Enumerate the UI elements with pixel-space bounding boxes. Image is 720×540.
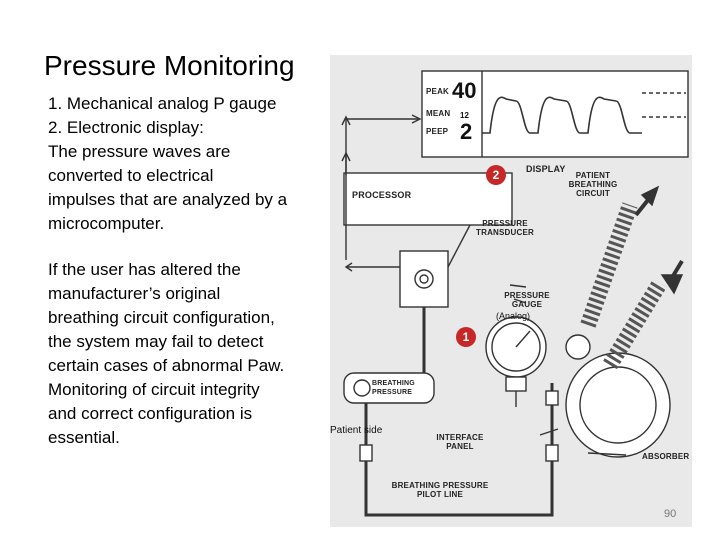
processor-box [343, 172, 513, 226]
body-line: breathing circuit configuration, [48, 308, 275, 327]
peak-value: 40 [452, 78, 477, 103]
label-line: PATIENT [575, 171, 611, 180]
badge-analog-gauge: 1 [456, 327, 476, 347]
label-line: GAUGE [511, 300, 543, 309]
mean-label: MEAN [426, 109, 451, 118]
absorber-label: ABSORBER [642, 452, 690, 461]
body-line: essential. [48, 428, 120, 447]
absorber [565, 352, 671, 458]
patient-side-label: Patient side [330, 425, 383, 436]
display-label: DISPLAY [526, 164, 566, 174]
mean-value: 12 [460, 111, 469, 120]
interface-panel-label: INTERFACE PANEL [430, 433, 490, 451]
peep-value: 2 [460, 119, 473, 144]
label-line: BREATHING [568, 180, 618, 189]
body-line: Monitoring of circuit integrity [48, 380, 260, 399]
slide-title: Pressure Monitoring [44, 50, 295, 81]
body-line: manufacturer’s original [48, 284, 221, 303]
label-line: PILOT LINE [417, 490, 463, 499]
pressure-transducer-label: PRESSURE TRANSDUCER [470, 219, 540, 237]
body-line: If the user has altered the [48, 260, 241, 279]
display-monitor [421, 70, 689, 158]
diagram-drawing [341, 70, 689, 517]
label-line: PRESSURE [482, 219, 528, 228]
transducer-box [399, 250, 449, 308]
intro-line: impulses that are analyzed by a [48, 190, 288, 209]
body-line: certain cases of abnormal Paw. [48, 356, 285, 375]
intro-line: microcomputer. [48, 214, 165, 233]
intro-line: 2. Electronic display: [48, 118, 204, 137]
breathing-hose-upper [580, 202, 638, 328]
logo-text: BREATHING PRESSURE [372, 379, 415, 397]
peep-label: PEEP [426, 127, 449, 136]
label-line: INTERFACE [436, 433, 484, 442]
intro-text: 1. Mechanical analog P gauge 2. Electron… [48, 92, 318, 236]
intro-line: converted to electrical [48, 166, 214, 185]
peak-label: PEAK [426, 87, 450, 96]
label-line: PANEL [446, 442, 474, 451]
pressure-waveform [482, 96, 642, 134]
body-line: and correct configuration is [48, 404, 253, 423]
breathing-pressure-logo [343, 372, 435, 404]
label-line: BREATHING [372, 380, 415, 387]
badge-electronic-display: 2 [486, 165, 506, 185]
page-number: 90 [664, 508, 677, 520]
processor-label: PROCESSOR [352, 190, 412, 200]
label-line: TRANSDUCER [476, 228, 534, 237]
body-line: the system may fail to detect [48, 332, 264, 351]
label-line: CIRCUIT [576, 189, 610, 198]
label-line: PRESSURE [372, 389, 413, 396]
pressure-monitoring-diagram: PEAK 40 MEAN 12 PEEP 2 DISPLAY PROCESSOR… [330, 55, 692, 527]
body-text: If the user has altered the manufacturer… [48, 258, 318, 450]
label-line: BREATHING PRESSURE [391, 481, 489, 490]
intro-line: The pressure waves are [48, 142, 231, 161]
patient-breathing-circuit-label: PATIENT BREATHING CIRCUIT [566, 171, 620, 198]
intro-line: 1. Mechanical analog P gauge [48, 94, 277, 113]
pressure-gauge-label: PRESSURE GAUGE [500, 291, 554, 309]
analog-label: (Analog) [496, 311, 531, 321]
pilot-line-label: BREATHING PRESSURE PILOT LINE [370, 481, 510, 499]
label-line: PRESSURE [504, 291, 550, 300]
